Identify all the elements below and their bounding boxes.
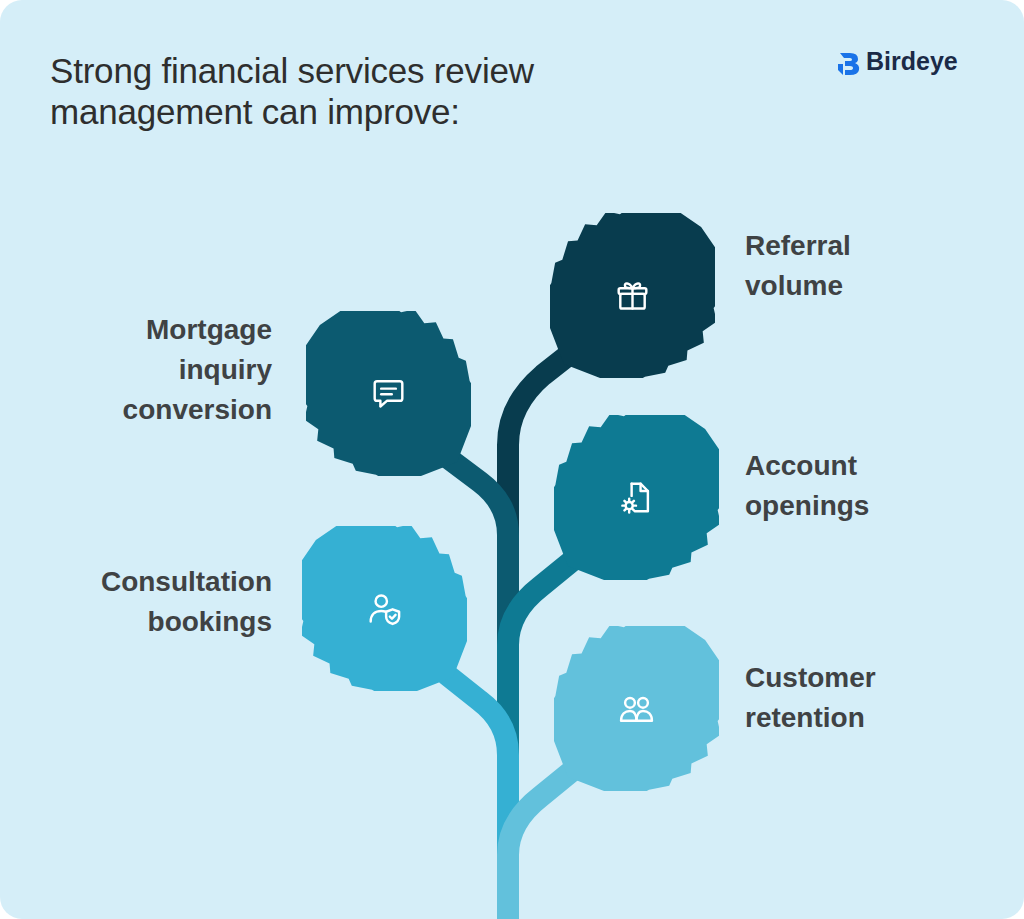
leaf-icon	[617, 478, 656, 517]
leaf-icon	[617, 689, 656, 728]
leaf-shape	[554, 415, 719, 580]
leaf-label: Mortgage inquiry conversion	[72, 310, 272, 430]
leaf-icon	[369, 374, 408, 413]
leaf-shape	[302, 526, 467, 691]
leaf-node: Consultation bookings	[302, 526, 467, 691]
leaf-node: Customer retention	[554, 626, 719, 791]
leaf-label: Customer retention	[745, 658, 920, 738]
leaf-label: Account openings	[745, 446, 920, 526]
diagram-title: Strong financial services review managem…	[50, 50, 630, 132]
leaf-icon	[613, 276, 652, 315]
leaf-node: Mortgage inquiry conversion	[306, 311, 471, 476]
brand-logo-text: Birdeye	[866, 47, 958, 76]
leaf-node: Referral volume	[550, 213, 715, 378]
logo-mark	[836, 50, 864, 76]
leaf-label: Consultation bookings	[72, 562, 272, 642]
stem	[508, 766, 578, 919]
leaf-icon	[365, 589, 404, 628]
leaf-shape	[554, 626, 719, 791]
leaf-node: Account openings	[554, 415, 719, 580]
leaf-label: Referral volume	[745, 226, 920, 306]
